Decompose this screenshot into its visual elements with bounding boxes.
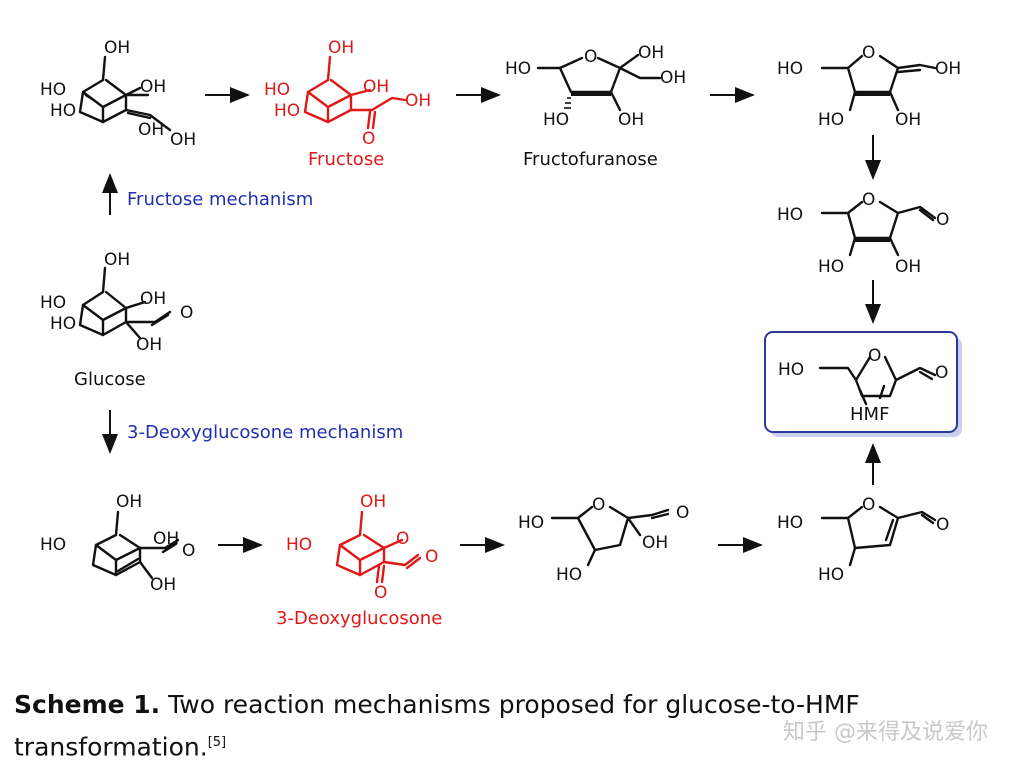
hmf-box: HO O O HMF — [764, 331, 962, 437]
atom-label: OH — [140, 289, 166, 309]
atom-label: OH — [642, 533, 668, 553]
deoxyglucosone-label: 3-Deoxyglucosone — [276, 608, 442, 629]
dihydrofuran-structure: O HO O HO — [777, 495, 949, 585]
atom-label: HO — [818, 565, 844, 585]
enediol-structure: OH HO HO OH OH OH — [40, 38, 196, 150]
atom-label: OH — [170, 130, 196, 150]
fructofuranose-structure: O HO OH OH HO OH Fructofuranose — [505, 43, 686, 170]
watermark: 知乎 @来得及说爱你 — [783, 720, 988, 745]
atom-label: HO — [40, 293, 66, 313]
atom-label: OH — [618, 110, 644, 130]
atom-label: OH — [895, 257, 921, 277]
atom-label: O — [676, 503, 689, 523]
atom-label: HO — [505, 59, 531, 79]
caption-text: Two reaction mechanisms proposed for glu… — [14, 690, 860, 762]
fructose-mechanism-label: Fructose mechanism — [127, 189, 313, 210]
atom-label: OH — [405, 91, 431, 111]
fructose-label: Fructose — [308, 149, 384, 170]
glucose-structure: OH HO HO OH OH O Glucose — [40, 250, 193, 390]
atom-label: OH — [136, 335, 162, 355]
caption-label: Scheme 1. — [14, 690, 161, 719]
deoxy-furanose-structure: O HO O OH HO — [518, 495, 689, 585]
atom-label: O — [396, 529, 409, 549]
enol-furanose-structure: O HO OH HO OH — [777, 43, 961, 130]
atom-label: HO — [264, 80, 290, 100]
fructofuranose-label: Fructofuranose — [523, 149, 658, 170]
atom-label: HO — [50, 101, 76, 121]
atom-label: O — [592, 495, 605, 515]
atom-label: O — [935, 363, 948, 383]
reaction-scheme: OH HO HO OH OH OH OH HO HO OH OH O Fruct… — [40, 38, 962, 629]
atom-label: HO — [50, 314, 76, 334]
atom-label: HO — [518, 513, 544, 533]
atom-label: OH — [116, 492, 142, 512]
atom-label: OH — [328, 38, 354, 58]
atom-label: HO — [777, 205, 803, 225]
atom-label: O — [584, 47, 597, 67]
atom-label: O — [868, 346, 881, 366]
atom-label: HO — [818, 110, 844, 130]
atom-label: OH — [363, 77, 389, 97]
atom-label: O — [862, 43, 875, 63]
atom-label: O — [180, 303, 193, 323]
hmf-label: HMF — [850, 404, 889, 425]
atom-label: O — [182, 541, 195, 561]
atom-label: HO — [274, 101, 300, 121]
atom-label: OH — [104, 250, 130, 270]
aldehyde-furanose-structure: O HO O HO OH — [777, 190, 949, 277]
enol-intermediate-structure: OH HO OH OH O — [40, 492, 195, 595]
atom-label: OH — [360, 492, 386, 512]
atom-label: O — [374, 583, 387, 603]
atom-label: OH — [935, 59, 961, 79]
atom-label: HO — [778, 360, 804, 380]
atom-label: HO — [40, 535, 66, 555]
atom-label: HO — [543, 110, 569, 130]
scheme-caption: Scheme 1. Two reaction mechanisms propos… — [14, 686, 874, 766]
atom-label: OH — [660, 68, 686, 88]
atom-label: OH — [150, 575, 176, 595]
atom-label: HO — [286, 535, 312, 555]
atom-label: OH — [140, 77, 166, 97]
atom-label: HO — [818, 257, 844, 277]
atom-label: HO — [777, 513, 803, 533]
deoxyglucosone-mechanism-label: 3-Deoxyglucosone mechanism — [127, 422, 403, 443]
atom-label: OH — [104, 38, 130, 58]
deoxyglucosone-structure: OH HO O O O 3-Deoxyglucosone — [276, 492, 442, 629]
fructose-structure: OH HO HO OH OH O Fructose — [264, 38, 431, 170]
caption-reference: [5] — [207, 735, 227, 750]
atom-label: O — [362, 129, 375, 149]
atom-label: O — [936, 210, 949, 230]
atom-label: O — [862, 190, 875, 210]
atom-label: O — [425, 547, 438, 567]
atom-label: HO — [40, 80, 66, 100]
glucose-label: Glucose — [74, 369, 146, 390]
atom-label: OH — [895, 110, 921, 130]
atom-label: HO — [556, 565, 582, 585]
atom-label: O — [936, 515, 949, 535]
atom-label: O — [862, 495, 875, 515]
atom-label: OH — [138, 120, 164, 140]
atom-label: OH — [638, 43, 664, 63]
atom-label: OH — [153, 529, 179, 549]
atom-label: HO — [777, 59, 803, 79]
